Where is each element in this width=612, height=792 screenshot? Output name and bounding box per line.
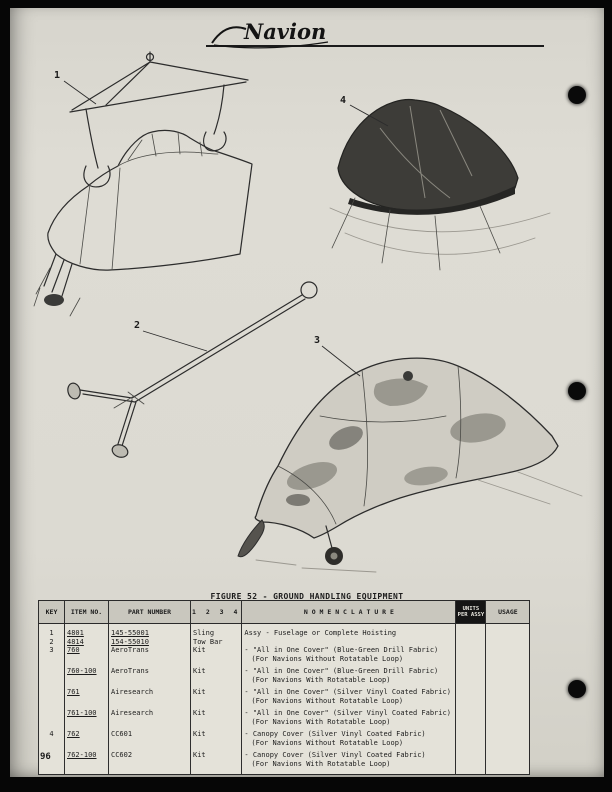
- usage-cell: [485, 623, 530, 638]
- callout-2: 2: [134, 320, 140, 331]
- paper: Navion 1: [10, 8, 604, 777]
- parts-table: KEY ITEM NO. PART NUMBER 1 2 3 4 N O M E…: [38, 600, 531, 775]
- units-cell: [455, 751, 486, 775]
- usage-cell: [485, 730, 530, 751]
- table-row: 4 762 CC601 Kit - Canopy Cover (Silver V…: [38, 730, 530, 751]
- part-cell: CC602: [108, 751, 191, 775]
- key-cell: 4: [38, 730, 65, 751]
- units-cell: [455, 688, 486, 709]
- item-cell: 761: [64, 688, 109, 709]
- header-rule: [206, 45, 544, 47]
- usage-cell: [485, 688, 530, 709]
- part-cell: 145-55001: [108, 623, 191, 638]
- illustration-sling-hoist: 1: [33, 51, 253, 317]
- key-cell: [38, 751, 65, 775]
- nomenclature-cell: - "All in One Cover" (Silver Vinyl Coate…: [241, 688, 456, 709]
- figure-cell: Kit: [189, 646, 242, 667]
- key-cell: 3: [38, 646, 65, 667]
- header-part-number: PART NUMBER: [108, 600, 191, 624]
- units-cell: [455, 667, 486, 688]
- nomenclature-cell: - "All in One Cover" (Blue-Green Drill F…: [241, 646, 456, 667]
- part-cell: AeroTrans: [108, 646, 191, 667]
- nomenclature-cell: - Canopy Cover (Silver Vinyl Coated Fabr…: [241, 751, 456, 775]
- punch-hole: [568, 382, 586, 400]
- part-cell: Airesearch: [108, 688, 191, 709]
- table-row: 761 Airesearch Kit - "All in One Cover" …: [38, 688, 530, 709]
- usage-cell: [485, 637, 530, 646]
- item-cell: 761-100: [64, 709, 109, 730]
- callout-1: 1: [54, 70, 60, 81]
- table-row: 1 4801 145-55001 Sling Assy - Fuselage o…: [38, 623, 530, 638]
- units-cell: [455, 709, 486, 730]
- usage-cell: [485, 751, 530, 775]
- item-cell: 760: [64, 646, 109, 667]
- figure-cell: Kit: [189, 709, 242, 730]
- item-cell: 4801: [64, 623, 109, 638]
- figure-cell: Sling: [189, 623, 242, 638]
- key-cell: [38, 709, 65, 730]
- table-row: 2 4814 154-55010 Tow Bar: [38, 637, 530, 646]
- key-cell: [38, 667, 65, 688]
- table-header-row: KEY ITEM NO. PART NUMBER 1 2 3 4 N O M E…: [38, 600, 530, 624]
- illustration-canopy-cover: 4: [329, 95, 551, 271]
- key-cell: [38, 688, 65, 709]
- key-cell: 2: [38, 637, 65, 646]
- units-cell: [455, 730, 486, 751]
- header-item-no: ITEM NO.: [64, 600, 109, 624]
- nomenclature-cell: - Canopy Cover (Silver Vinyl Coated Fabr…: [241, 730, 456, 751]
- figure-illustrations: 1 4 2: [33, 51, 583, 573]
- usage-cell: [485, 709, 530, 730]
- nomenclature-cell: - "All in One Cover" (Silver Vinyl Coate…: [241, 709, 456, 730]
- item-cell: 760-100: [64, 667, 109, 688]
- logo-swoosh-icon: [211, 26, 247, 44]
- nomenclature-cell: - "All in One Cover" (Blue-Green Drill F…: [241, 667, 456, 688]
- punch-hole: [568, 86, 586, 104]
- callout-4: 4: [340, 95, 346, 106]
- header-nomenclature: N O M E N C L A T U R E: [241, 600, 456, 624]
- key-cell: 1: [38, 623, 65, 638]
- figure-cell: Kit: [189, 751, 242, 775]
- item-cell: 762-100: [64, 751, 109, 775]
- usage-cell: [485, 646, 530, 667]
- illustration-all-in-one-cover: 3: [237, 335, 583, 573]
- table-row: 3 760 AeroTrans Kit - "All in One Cover"…: [38, 646, 530, 667]
- part-cell: Airesearch: [108, 709, 191, 730]
- navion-logo: Navion: [211, 19, 329, 49]
- units-cell: [455, 637, 486, 646]
- table-row: 761-100 Airesearch Kit - "All in One Cov…: [38, 709, 530, 730]
- units-cell: [455, 623, 486, 638]
- header-units-per-assy: UNITS PER ASSY: [455, 600, 486, 624]
- item-cell: 4814: [64, 637, 109, 646]
- nomenclature-cell: [241, 637, 456, 646]
- part-cell: CC601: [108, 730, 191, 751]
- nomenclature-cell: Assy - Fuselage or Complete Hoisting: [241, 623, 456, 638]
- header-key: KEY: [38, 600, 65, 624]
- figure-cell: Tow Bar: [189, 637, 242, 646]
- table-row: 760-100 AeroTrans Kit - "All in One Cove…: [38, 667, 530, 688]
- page-number: 96: [40, 752, 51, 762]
- illustration-tow-bar: 2: [67, 281, 318, 458]
- usage-cell: [485, 667, 530, 688]
- part-cell: AeroTrans: [108, 667, 191, 688]
- logo-text: Navion: [243, 19, 326, 44]
- figure-cell: Kit: [189, 667, 242, 688]
- figure-cell: Kit: [189, 688, 242, 709]
- punch-hole: [568, 680, 586, 698]
- header-usage: USAGE: [485, 600, 530, 624]
- part-cell: 154-55010: [108, 637, 191, 646]
- header-figure-digits: 1 2 3 4: [189, 600, 242, 624]
- item-cell: 762: [64, 730, 109, 751]
- table-row: 762-100 CC602 Kit - Canopy Cover (Silver…: [38, 751, 530, 775]
- figure-cell: Kit: [189, 730, 242, 751]
- units-cell: [455, 646, 486, 667]
- callout-3: 3: [314, 335, 320, 346]
